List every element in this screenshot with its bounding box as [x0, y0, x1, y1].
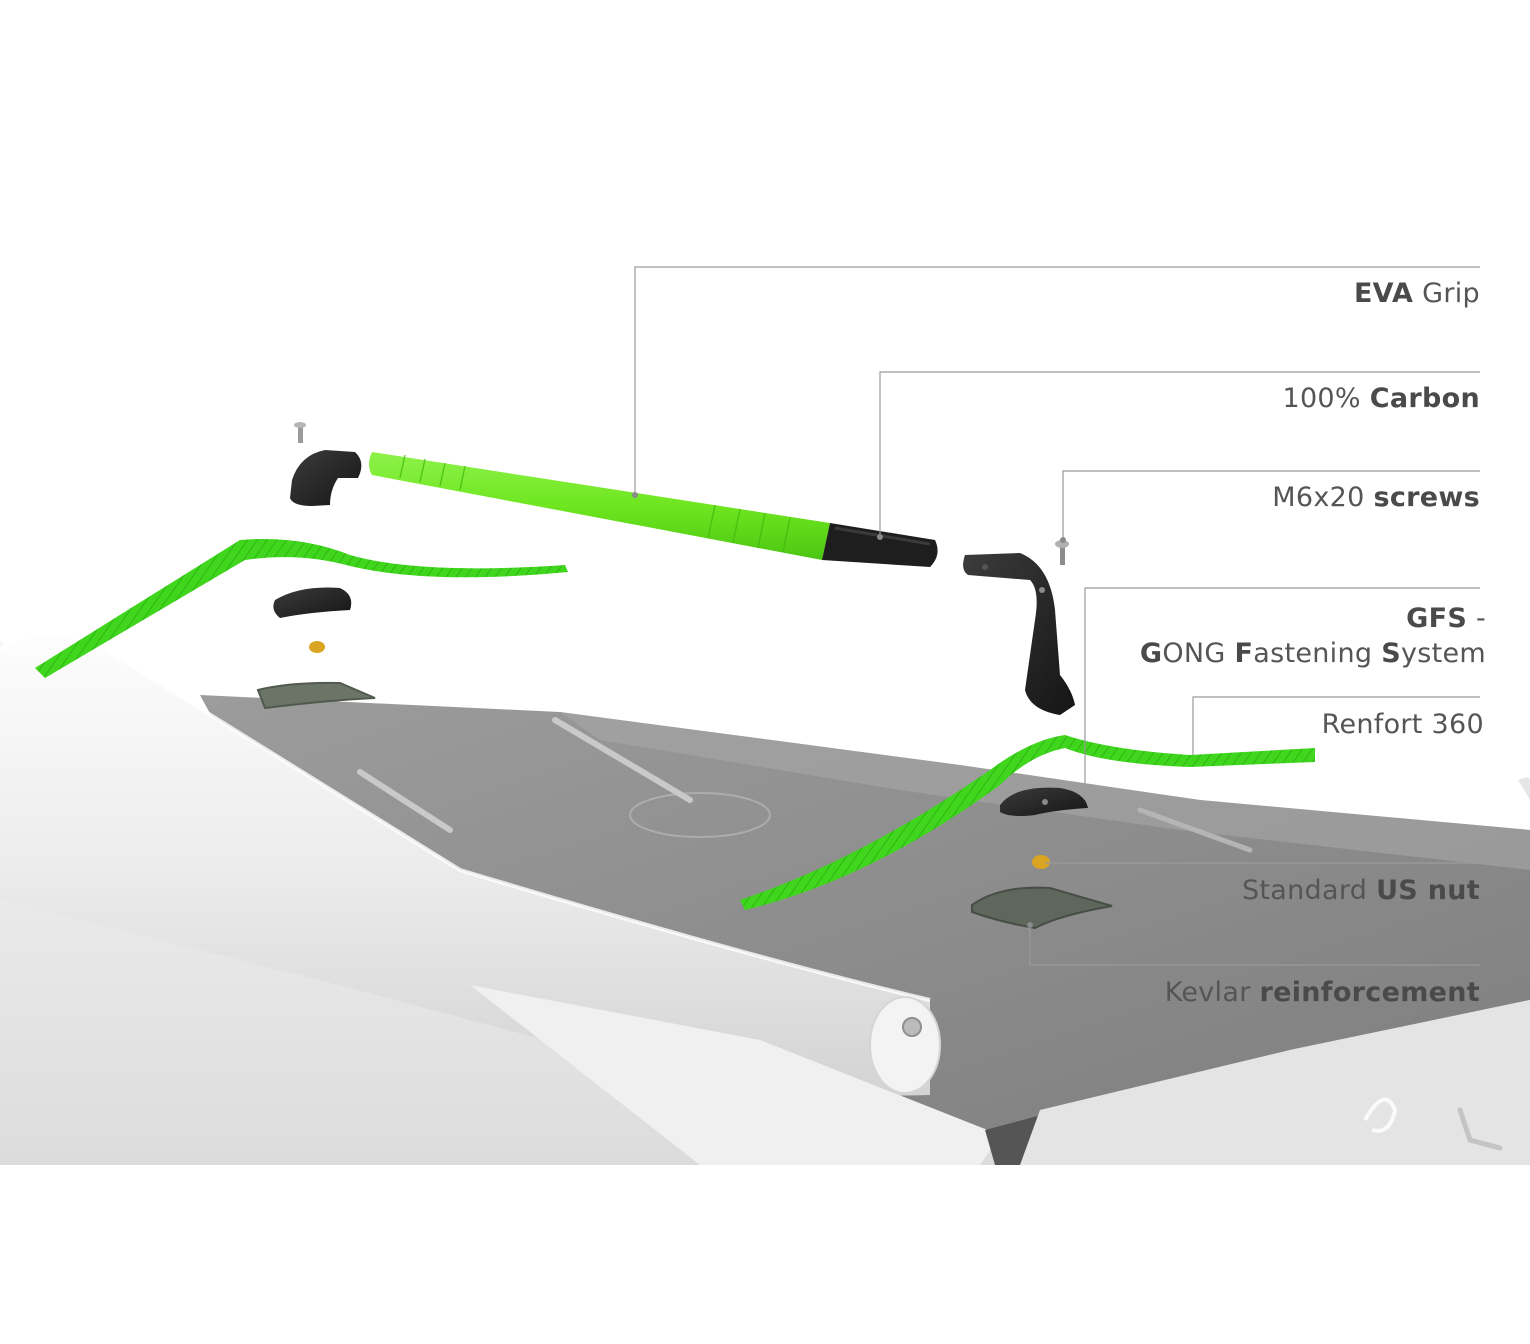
label-gfs-full: GONG Fastening System	[1140, 637, 1486, 671]
label-part: astening	[1253, 638, 1382, 669]
label-screws: M6x20 screws	[1272, 481, 1480, 515]
label-part: US nut	[1376, 875, 1480, 906]
leader-kevlar	[1029, 925, 1480, 966]
right-kevlar-patch	[971, 886, 1113, 930]
left-strap-assembly	[35, 539, 568, 710]
leader-gfs	[1084, 587, 1480, 800]
label-gfs-title: GFS -	[1406, 602, 1486, 636]
left-gfs-elbow	[290, 422, 362, 506]
label-part: -	[1467, 603, 1486, 634]
hull-body	[0, 640, 1530, 1165]
boat-hull	[0, 632, 1530, 1165]
leader-carbon	[879, 371, 1480, 537]
label-part: Carbon	[1369, 383, 1480, 414]
leader-eva-grip	[634, 266, 1480, 495]
label-part: Grip	[1413, 278, 1480, 309]
left-gfs-base	[273, 587, 352, 618]
left-kevlar-patch	[256, 681, 376, 710]
right-us-nut	[1032, 855, 1050, 869]
label-part: F	[1234, 638, 1254, 669]
left-strap	[35, 539, 568, 678]
label-part: ystem	[1400, 638, 1486, 669]
label-part: S	[1381, 638, 1401, 669]
label-part: G	[1139, 638, 1163, 669]
leader-screws	[1062, 470, 1480, 540]
leader-dots	[632, 492, 1066, 928]
label-renfort-360: Renfort 360	[1322, 708, 1484, 742]
label-eva-grip: EVA Grip	[1354, 277, 1480, 311]
carbon-tube	[822, 523, 938, 567]
label-kevlar: Kevlar reinforcement	[1165, 976, 1480, 1010]
label-part: Kevlar	[1164, 977, 1260, 1008]
label-part: ONG	[1162, 638, 1235, 669]
label-part: 100%	[1282, 383, 1370, 414]
leader-lines	[634, 266, 1480, 966]
side-tube	[0, 634, 930, 1096]
label-part: reinforcement	[1259, 977, 1480, 1008]
eva-grip-foam	[369, 452, 830, 560]
label-part: GFS	[1406, 603, 1468, 634]
right-strap	[740, 735, 1315, 910]
label-part: EVA	[1353, 278, 1414, 309]
label-part: Standard	[1241, 875, 1377, 906]
label-carbon: 100% Carbon	[1282, 382, 1480, 416]
label-part: M6x20	[1272, 482, 1374, 513]
left-us-nut	[309, 641, 325, 653]
leader-renfort	[1192, 696, 1480, 755]
grip-bar	[369, 452, 938, 567]
right-screw	[1055, 540, 1069, 565]
label-part: screws	[1373, 482, 1480, 513]
right-gfs-elbow	[963, 553, 1075, 715]
label-us-nut: Standard US nut	[1242, 874, 1480, 908]
label-part: Renfort 360	[1321, 709, 1484, 740]
